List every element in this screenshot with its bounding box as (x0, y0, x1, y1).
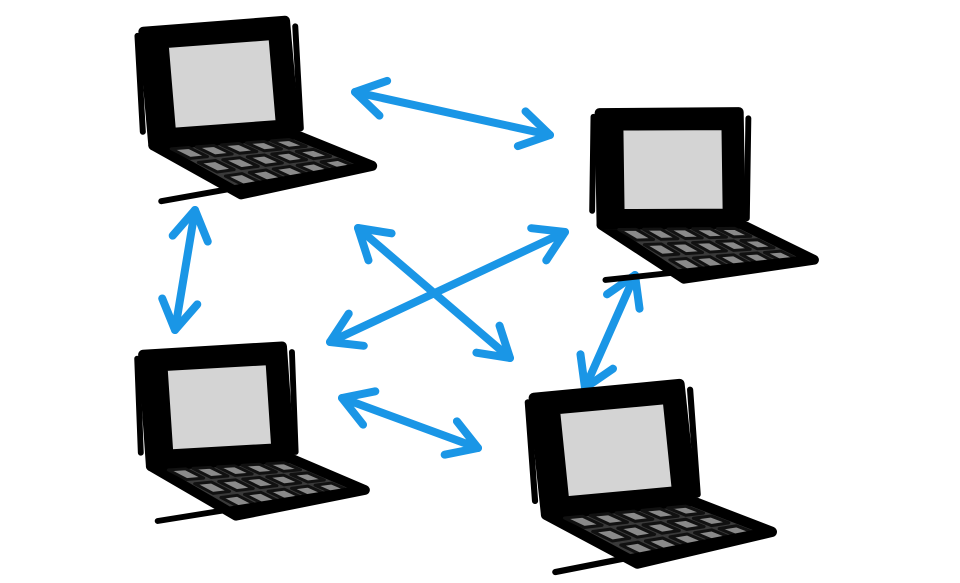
laptop-keys (169, 137, 357, 188)
laptop-key (691, 514, 731, 528)
laptop-key (591, 527, 632, 543)
arrowhead-end (472, 321, 514, 362)
laptop-key (169, 145, 209, 160)
laptop-screen (558, 402, 674, 499)
laptop-key (617, 227, 656, 242)
laptop-key (739, 238, 776, 251)
arrowhead-end (440, 417, 482, 459)
laptop-key (614, 509, 655, 523)
laptop-bottom-left (134, 341, 370, 524)
laptop-bottom-right (524, 378, 777, 576)
laptop-key (240, 462, 278, 475)
arrow-bottom-left-to-bottom-right (338, 387, 482, 459)
laptop-key (666, 241, 705, 256)
arrow-top-left-to-bottom-left (158, 206, 212, 334)
laptop-key (641, 227, 680, 241)
arrowhead-start (527, 224, 569, 265)
laptop-icon (134, 341, 370, 524)
arrow-shaft (171, 206, 199, 334)
arrow-top-right-to-bottom-left (326, 224, 569, 350)
laptop-top-right (589, 107, 819, 284)
arrow-shaft (351, 88, 554, 139)
laptop-key (221, 156, 260, 171)
arrow-shaft (338, 394, 482, 452)
laptop-key (294, 147, 333, 161)
arrow-shaft (581, 271, 639, 392)
laptop-screen (166, 38, 278, 130)
arrowhead-end (513, 107, 554, 151)
laptop-key (616, 524, 657, 539)
laptop-key (691, 240, 728, 254)
laptop-key (265, 473, 303, 487)
laptop-key (588, 512, 629, 526)
laptop-icon (134, 15, 378, 205)
laptop-icon (524, 378, 777, 576)
arrowhead-start (351, 76, 392, 120)
laptop-key (193, 480, 232, 495)
laptop-key (194, 143, 234, 158)
laptop-key (666, 227, 704, 240)
laptop-key (270, 150, 308, 164)
laptop-key (289, 471, 326, 484)
arrowhead-start (354, 224, 396, 265)
laptop-sketch-strokes (524, 386, 773, 576)
laptop-key (241, 476, 279, 490)
laptop-top-left (134, 15, 378, 205)
laptop-key (245, 153, 284, 167)
laptop-key (269, 137, 308, 150)
laptop-key (216, 464, 254, 477)
laptop-key (715, 239, 752, 252)
arrow-top-right-to-bottom-right (576, 271, 644, 392)
arrowhead-end (158, 294, 202, 334)
arrowhead-start (338, 387, 380, 429)
arrow-shaft (326, 228, 569, 346)
laptop-key (691, 227, 728, 240)
laptop-key (666, 517, 706, 531)
arrowhead-start (168, 206, 212, 246)
laptop-sketch-strokes (134, 23, 374, 205)
laptop-screen (165, 363, 274, 452)
laptop-key (715, 226, 753, 239)
laptop-key (166, 467, 206, 482)
laptop-sketch-strokes (589, 113, 816, 283)
arrow-top-left-to-top-right (351, 76, 554, 151)
laptop-key (642, 242, 681, 257)
laptop-key (191, 465, 230, 479)
laptop-icon (589, 107, 819, 284)
laptop-key (217, 478, 255, 492)
laptop-sketch-strokes (134, 349, 366, 524)
laptop-key (244, 139, 283, 153)
arrowhead-end (326, 309, 368, 350)
laptop-key (265, 461, 303, 473)
laptop-key (219, 141, 259, 155)
laptop-key (640, 507, 680, 520)
nodes-layer (134, 15, 819, 576)
laptop-key (563, 514, 604, 529)
laptop-screen (621, 128, 725, 211)
laptop-key (641, 521, 681, 535)
laptop-key (196, 159, 236, 174)
laptop-key (666, 504, 706, 517)
